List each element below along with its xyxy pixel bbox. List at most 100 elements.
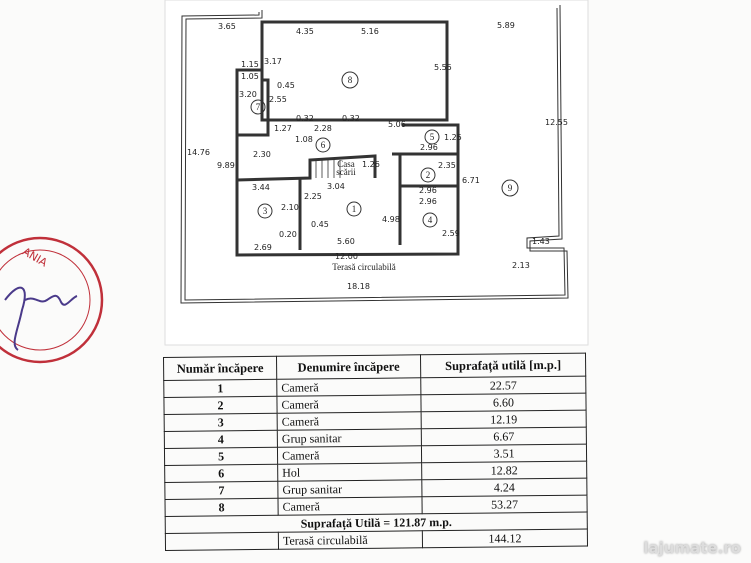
dimension-label: 0.45 xyxy=(277,81,295,90)
room-name-cell: Terasă circulabilă xyxy=(278,530,423,550)
dimension-label: 0.20 xyxy=(279,230,297,239)
room-number-cell: 5 xyxy=(164,447,278,466)
dimension-label: 1.05 xyxy=(241,72,259,81)
header-number: Număr încăpere xyxy=(163,356,277,381)
room-number: 5 xyxy=(430,132,435,142)
room-area-cell: 3.51 xyxy=(421,444,587,463)
room-number-cell: 6 xyxy=(164,464,278,483)
dimension-label: 1.43 xyxy=(532,237,550,246)
dimension-label: 18.18 xyxy=(347,282,370,291)
room-name-cell: Cameră xyxy=(276,394,422,414)
terrace-outline xyxy=(180,4,569,304)
room-4-label: 4 xyxy=(422,212,438,228)
dimension-labels: 3.65 4.35 5.16 5.89 3.17 1.15 1.05 0.45 … xyxy=(187,21,568,291)
room-number: 6 xyxy=(321,140,326,150)
room-number: 8 xyxy=(348,75,353,85)
dimension-label: 5.16 xyxy=(361,27,379,36)
dimension-label: 9.89 xyxy=(217,161,235,170)
room-number: 2 xyxy=(426,170,431,180)
dimension-label: 5.89 xyxy=(497,21,515,30)
dimension-label: 14.76 xyxy=(187,148,210,157)
dimension-label: 5.60 xyxy=(337,237,355,246)
room-area-cell: 53.27 xyxy=(421,495,588,514)
room-area-cell: 144.12 xyxy=(422,529,588,548)
room-name-cell: Grup sanitar xyxy=(277,479,422,499)
room-number-cell: 3 xyxy=(164,413,278,432)
room-area-cell: 12.19 xyxy=(421,410,587,429)
dimension-label: 2.10 xyxy=(281,203,299,212)
dimension-label: 2.55 xyxy=(269,95,287,104)
dimension-label: 2.28 xyxy=(314,124,332,133)
dimension-label: 5.06 xyxy=(388,120,406,129)
room-number: 7 xyxy=(256,102,261,112)
watermark: lajumate.ro xyxy=(643,539,741,557)
dimension-label: 2.13 xyxy=(512,261,530,270)
dimension-label: 12.55 xyxy=(545,118,568,127)
room-8-label: 8 xyxy=(341,71,359,89)
room-number-cell: 8 xyxy=(164,498,279,517)
room-name-cell: Cameră xyxy=(277,445,422,465)
dimension-label: 6.71 xyxy=(462,176,480,185)
dimension-label: 1.25 xyxy=(444,133,462,142)
dimension-label: 2.96 xyxy=(419,186,437,195)
room-number-cell: 2 xyxy=(163,396,278,415)
dimension-label: 5.55 xyxy=(434,63,452,72)
dimension-label: 3.04 xyxy=(327,182,345,191)
dimension-label: 2.59 xyxy=(442,229,460,238)
room-name-cell: Hol xyxy=(277,462,422,482)
room-name-cell: Grup sanitar xyxy=(277,428,422,448)
room-number: 9 xyxy=(508,183,513,193)
room-5-label: 5 xyxy=(424,129,440,145)
dimension-label: 12.00 xyxy=(335,252,358,261)
dimension-label: 2.25 xyxy=(304,192,322,201)
room-name-cell: Cameră xyxy=(277,411,422,431)
dimension-label: 1.15 xyxy=(241,60,259,69)
signature xyxy=(4,286,78,351)
dimension-label: 3.20 xyxy=(239,90,257,99)
stamp: ANIA xyxy=(0,236,104,364)
dimension-label: 1.26 xyxy=(362,160,380,169)
room-number: 3 xyxy=(263,206,268,216)
stair-label: scării xyxy=(336,167,356,177)
dimension-label: 3.17 xyxy=(264,57,282,66)
room-area-cell: 22.57 xyxy=(420,376,586,395)
room-6-label: 6 xyxy=(315,137,331,153)
staircase xyxy=(309,160,341,178)
room-number-cell xyxy=(165,532,279,551)
dimension-label: 2.35 xyxy=(438,161,456,170)
dimension-label: 1.27 xyxy=(274,124,292,133)
room-area-cell: 6.60 xyxy=(420,393,587,412)
room-1-label: 1 xyxy=(346,201,362,217)
svg-text:ANIA: ANIA xyxy=(20,245,50,270)
dimension-label: 0.45 xyxy=(311,220,329,229)
room-number-cell: 1 xyxy=(163,379,277,398)
dimension-label: 2.30 xyxy=(253,150,271,159)
dimension-label: 2.96 xyxy=(420,143,438,152)
dimension-label: 4.35 xyxy=(296,27,314,36)
room-number: 4 xyxy=(428,215,433,225)
room-labels: 1 2 3 4 5 6 7 8 9 xyxy=(250,71,519,228)
room-area-cell: 12.82 xyxy=(421,461,587,480)
room-number-cell: 7 xyxy=(164,481,278,500)
dimension-label: 1.08 xyxy=(295,135,313,144)
dimension-label: 0.32 xyxy=(296,114,314,123)
dimension-label: 3.44 xyxy=(252,183,270,192)
room-area-cell: 6.67 xyxy=(421,427,587,446)
room-9-label: 9 xyxy=(501,179,519,197)
room-7-label: 7 xyxy=(250,99,266,115)
room-name-cell: Cameră xyxy=(277,496,423,516)
room-name-cell: Cameră xyxy=(276,377,421,397)
terrace-label: Terasă circulabilă xyxy=(332,262,396,272)
header-name: Denumire încăpere xyxy=(276,354,421,380)
dimension-label: 3.65 xyxy=(218,22,236,31)
dimension-label: 2.69 xyxy=(254,243,272,252)
room-2-label: 2 xyxy=(420,167,436,183)
room-number: 1 xyxy=(352,204,357,214)
dimension-label: 4.98 xyxy=(382,215,400,224)
dimension-label: 2.96 xyxy=(419,197,437,206)
header-area: Suprafață utilă [m.p.] xyxy=(420,353,586,378)
rooms-table: Număr încăpere Denumire încăpere Suprafa… xyxy=(163,353,588,551)
stair-label: Casa xyxy=(337,159,355,169)
room-3-label: 3 xyxy=(257,203,273,219)
room-number-cell: 4 xyxy=(164,430,278,449)
